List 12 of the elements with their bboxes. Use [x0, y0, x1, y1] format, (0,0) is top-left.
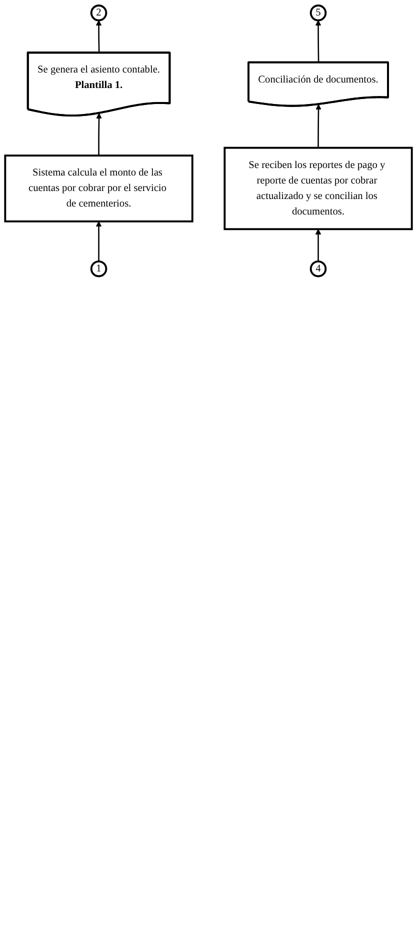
- node-box: Se reciben los reportes de pago y reporte de cuentas por cobrar actualizado y se concilian los documentos.: [224, 146, 413, 230]
- arrow: [315, 228, 322, 262]
- arrow: [316, 104, 322, 148]
- arrow: [96, 20, 102, 53]
- node-box: Sistema calcula el monto de las cuentas por cobrar por el servicio de cementerios.: [4, 154, 194, 222]
- arrow: [96, 113, 102, 156]
- node-circle: 1: [90, 260, 108, 278]
- node-circle: 5: [310, 4, 327, 22]
- arrow: [96, 221, 102, 262]
- node-circle: 4: [310, 260, 327, 278]
- node-circle: 2: [90, 4, 108, 22]
- arrow: [315, 20, 322, 63]
